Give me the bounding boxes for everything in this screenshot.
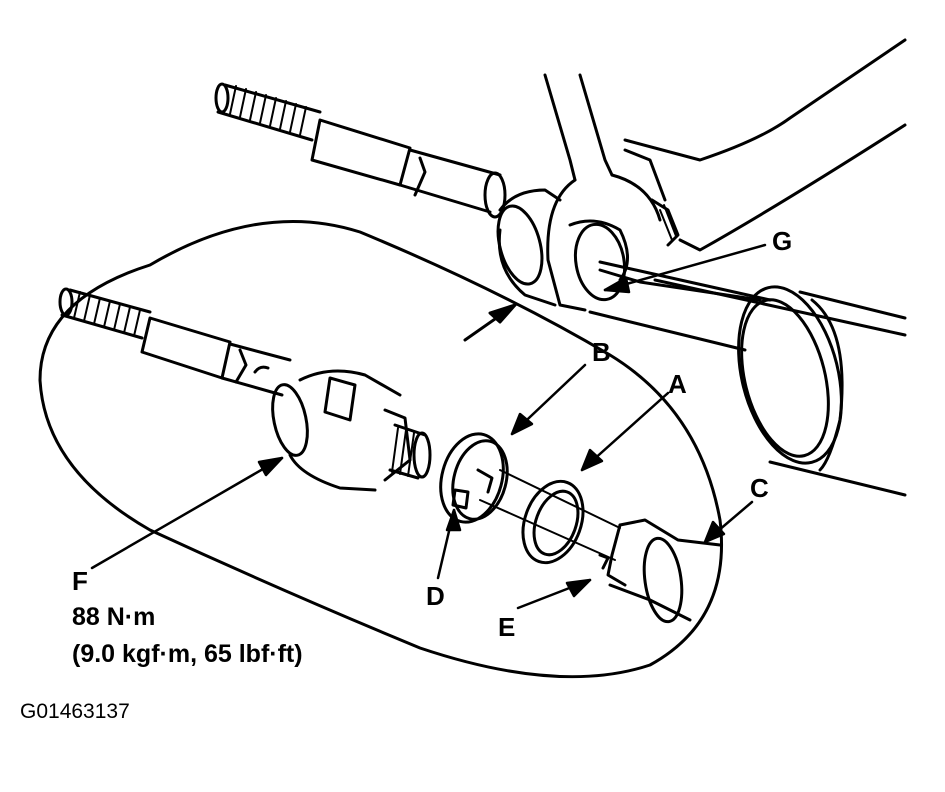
callout-e: E (498, 612, 515, 642)
detail-pointer-arrow (463, 303, 517, 342)
tie-rod-f (58, 287, 432, 492)
figure-id: G01463137 (20, 700, 130, 723)
callout-b: B (592, 337, 611, 367)
wrench (543, 73, 680, 312)
callout-d: D (426, 581, 445, 611)
callout-c: C (750, 473, 769, 503)
callout-a: A (668, 369, 687, 399)
callout-f: F (72, 566, 88, 596)
leader-lines (90, 243, 767, 610)
torque-spec-metric: 88 N·m (72, 603, 155, 631)
lock-washer-b (439, 432, 509, 524)
detail-enclosure (38, 219, 724, 679)
upper-tie-rod (214, 82, 562, 307)
callout-g: G (772, 226, 792, 256)
rack-shaft (588, 260, 772, 352)
torque-spec-imperial: (9.0 kgf·m, 65 lbf·ft) (72, 640, 303, 668)
stop-washer-a (521, 479, 585, 565)
rack-housing (598, 38, 907, 337)
rack-end-c (598, 518, 722, 624)
alignment-lines (479, 469, 621, 561)
rack-boot (737, 285, 907, 497)
